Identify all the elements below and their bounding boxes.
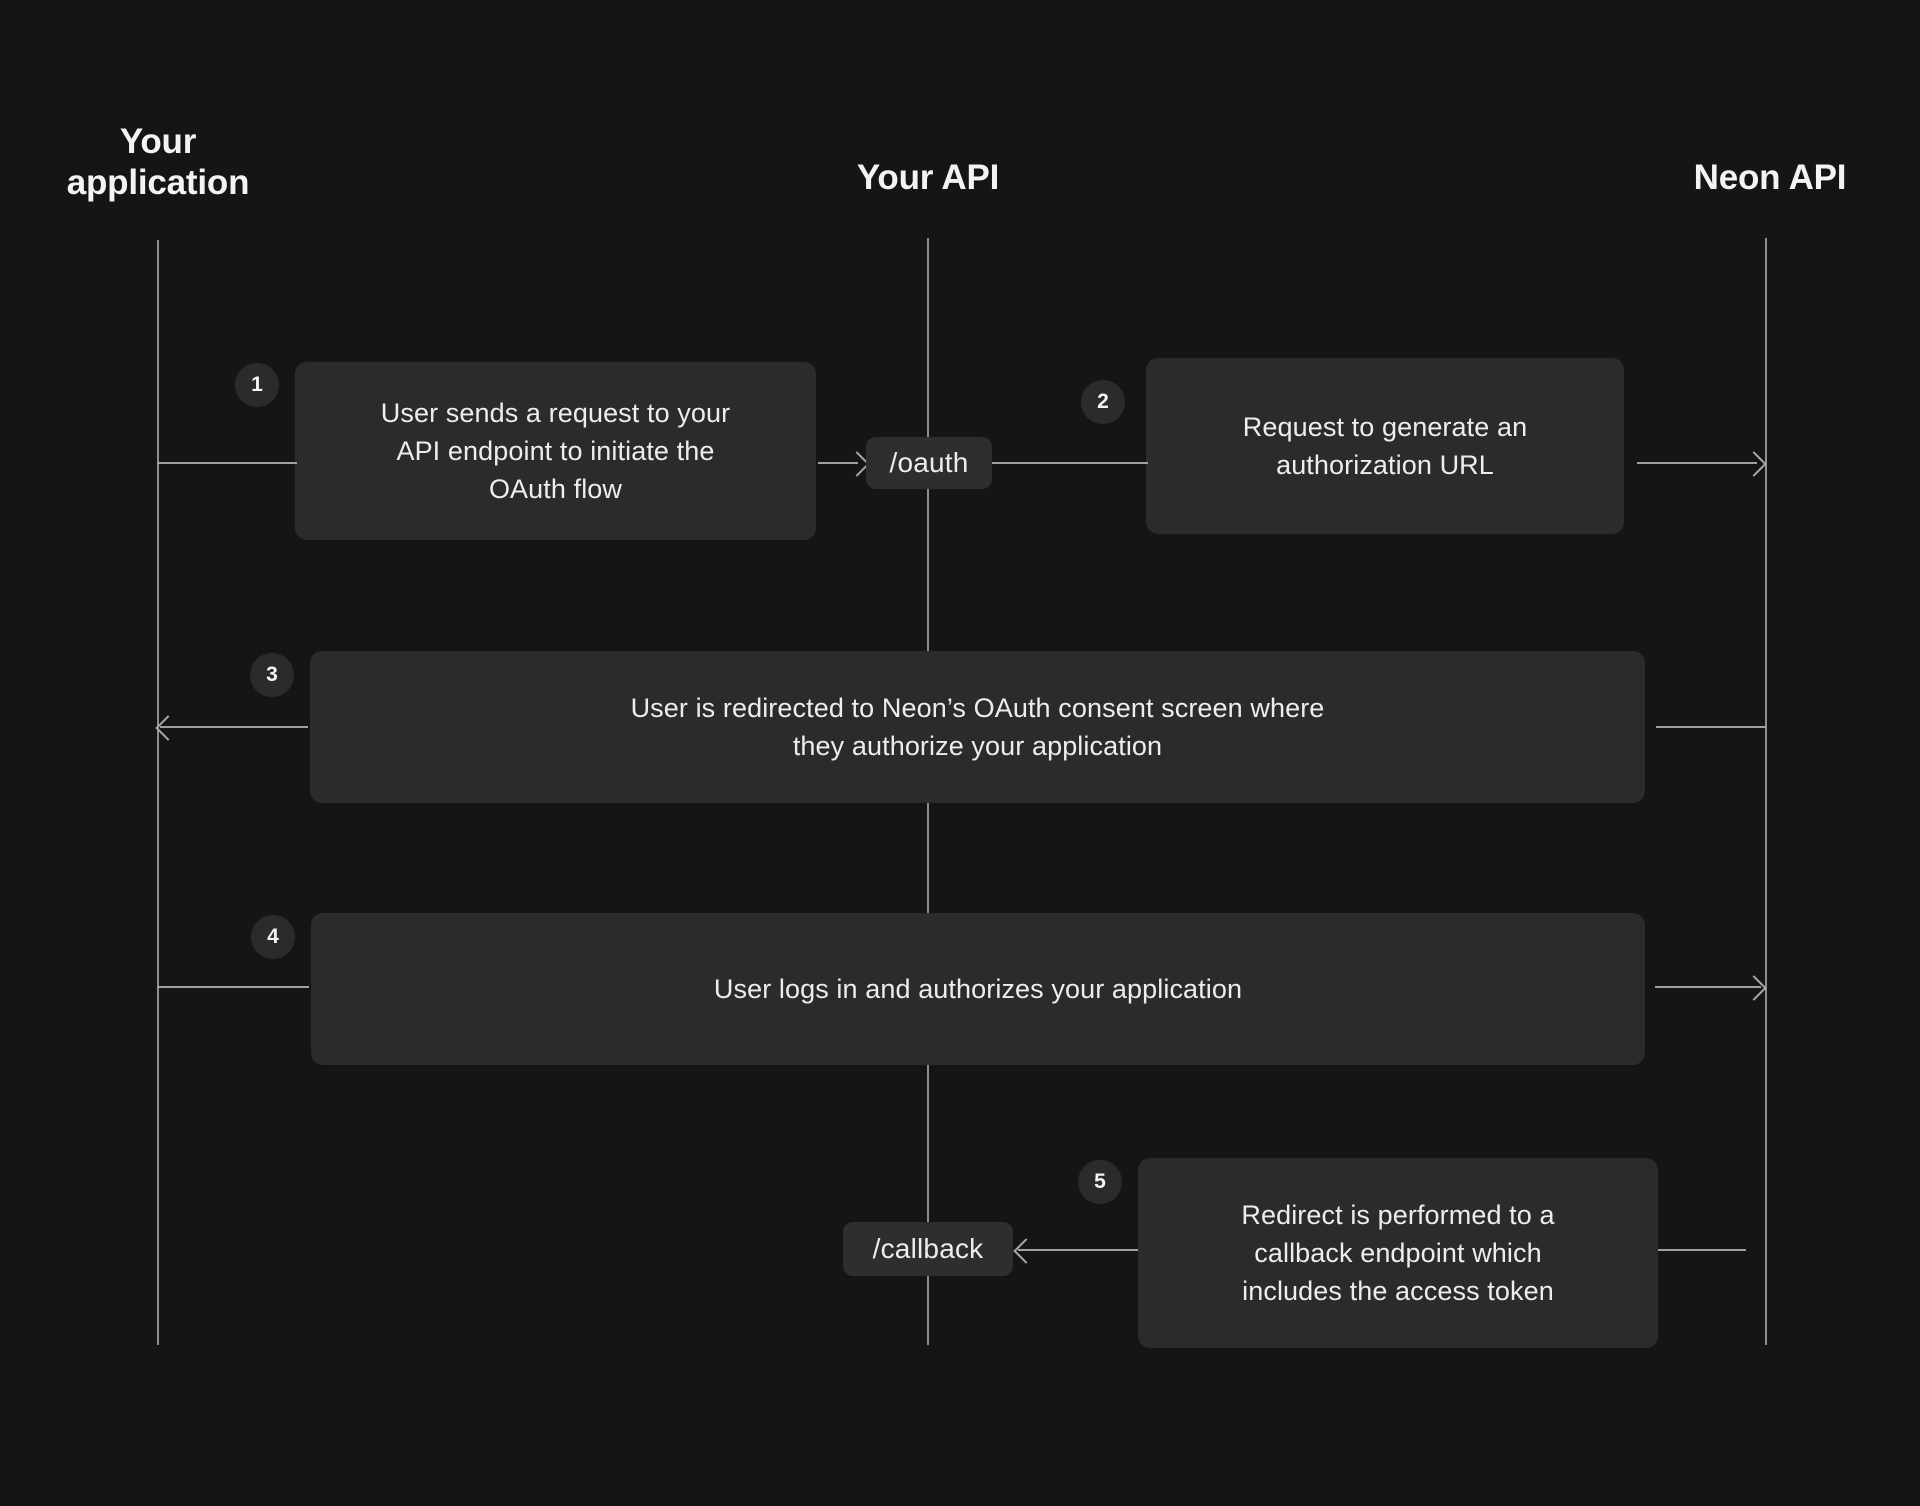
message-box-step-2: Request to generate an authorization URL [1146, 358, 1624, 534]
connector-step-1-right [818, 462, 858, 464]
lifeline-neon-api [1765, 238, 1767, 1345]
message-text-step-2: Request to generate an authorization URL [1242, 411, 1528, 480]
connector-step-5-right [1658, 1249, 1746, 1251]
connector-step-2-left [992, 462, 1148, 464]
connector-step-3-left [160, 726, 308, 728]
message-text-step-5: Redirect is performed to a callback endp… [1241, 1199, 1555, 1307]
message-box-step-3: User is redirected to Neon’s OAuth conse… [310, 651, 1645, 803]
participant-label-your-api: Your API [856, 158, 1000, 197]
participant-label-your-application: Your application [66, 122, 250, 202]
step-badge-1: 1 [235, 363, 279, 407]
lifeline-your-application [157, 240, 159, 1345]
connector-step-4-right [1655, 986, 1761, 988]
arrowhead-step-5 [1013, 1238, 1039, 1264]
endpoint-chip-callback[interactable]: /callback [843, 1222, 1013, 1276]
message-box-step-5: Redirect is performed to a callback endp… [1138, 1158, 1658, 1348]
message-box-step-1: User sends a request to your API endpoin… [295, 362, 816, 540]
step-badge-5: 5 [1078, 1160, 1122, 1204]
connector-step-5-left [1018, 1249, 1138, 1251]
connector-step-3-right [1656, 726, 1766, 728]
arrowhead-step-4 [1741, 975, 1767, 1001]
arrowhead-step-3 [155, 715, 181, 741]
message-text-step-4: User logs in and authorizes your applica… [713, 973, 1243, 1004]
message-text-step-3: User is redirected to Neon’s OAuth conse… [630, 692, 1325, 761]
arrowhead-step-2 [1741, 451, 1767, 477]
connector-step-2-right [1637, 462, 1757, 464]
message-text-step-1: User sends a request to your API endpoin… [380, 397, 731, 505]
step-badge-4: 4 [251, 915, 295, 959]
connector-step-4-left [157, 986, 309, 988]
endpoint-chip-oauth[interactable]: /oauth [866, 437, 992, 489]
step-badge-2: 2 [1081, 380, 1125, 424]
participant-label-neon-api: Neon API [1693, 158, 1847, 197]
connector-step-1-left [157, 462, 297, 464]
message-box-step-4: User logs in and authorizes your applica… [311, 913, 1645, 1065]
step-badge-3: 3 [250, 653, 294, 697]
